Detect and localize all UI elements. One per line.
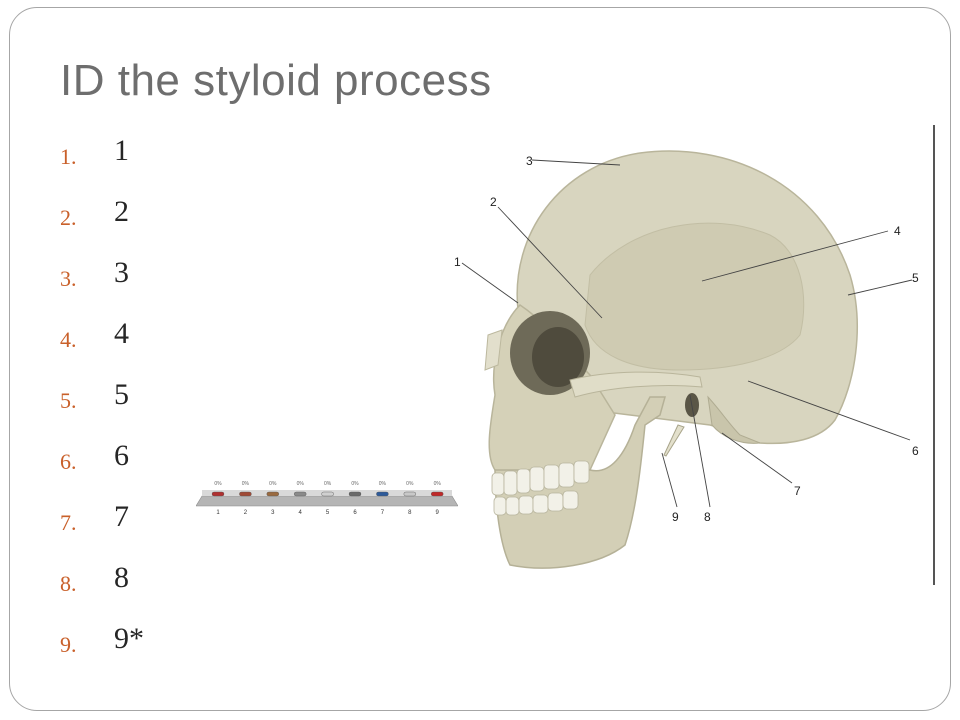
response-percent-label: 0% [297, 481, 305, 487]
response-number-label: 3 [271, 510, 275, 516]
answer-number: 1. [60, 144, 77, 169]
response-swatch [430, 491, 444, 497]
response-percent-label: 0% [351, 481, 359, 487]
mastoid-process [707, 395, 761, 444]
callout-label-4: 4 [894, 224, 901, 238]
callout-label-7: 7 [794, 484, 801, 498]
answer-list: 1.1 2.2 3.3 4.4 5.5 6.6 7.7 8.8 9.9* [60, 134, 144, 683]
answer-label: 4 [114, 317, 129, 350]
answer-option-9[interactable]: 9. 9* [60, 622, 144, 683]
answer-option-8[interactable]: 8.8 [60, 561, 144, 622]
response-number-label: 9 [436, 510, 440, 516]
answer-number: 9. [60, 632, 77, 657]
answer-label: 9* [114, 622, 144, 655]
response-number-label: 2 [244, 510, 248, 516]
answer-option-1[interactable]: 1.1 [60, 134, 144, 195]
answer-label: 5 [114, 378, 129, 411]
response-swatch [376, 491, 389, 497]
answer-number: 6. [60, 449, 77, 474]
orbit-inner [532, 327, 584, 387]
answer-option-2[interactable]: 2.2 [60, 195, 144, 256]
response-bar-base [196, 495, 458, 507]
response-percent-label: 0% [406, 481, 414, 487]
answer-option-4[interactable]: 4.4 [60, 317, 144, 378]
response-swatch [321, 491, 334, 497]
answer-option-7[interactable]: 7.7 [60, 500, 144, 561]
styloid-process [663, 424, 685, 457]
answer-label: 8 [114, 561, 129, 594]
answer-label: 3 [114, 256, 129, 289]
temporal-region [584, 222, 805, 371]
answer-label: 7 [114, 500, 129, 533]
callout-label-6: 6 [912, 444, 919, 458]
response-number-label: 6 [353, 510, 357, 516]
response-percent-label: 0% [379, 481, 387, 487]
response-bar: 0% 1 0% 2 0% 3 0% 4 0% 5 0% 6 0% 7 0% 8 0% 9 [196, 481, 458, 516]
response-swatch [211, 491, 225, 497]
slide-title: ID the styloid process [60, 56, 492, 105]
answer-option-5[interactable]: 5.5 [60, 378, 144, 439]
response-percent-label: 0% [242, 481, 250, 487]
callout-lines [461, 159, 913, 508]
answer-number: 3. [60, 266, 77, 291]
response-percent-label: 0% [434, 481, 442, 487]
response-number-label: 8 [408, 510, 412, 516]
answer-label: 1 [114, 134, 129, 167]
answer-label: 6 [114, 439, 129, 472]
callout-label-5: 5 [912, 271, 919, 285]
callout-label-1: 1 [454, 255, 461, 269]
callout-label-8: 8 [704, 510, 711, 524]
response-percent-label: 0% [269, 481, 277, 487]
zygomatic-arch [569, 371, 703, 398]
callout-label-3: 3 [526, 154, 533, 168]
answer-number: 4. [60, 327, 77, 352]
nasal-bone [484, 329, 503, 371]
response-percent-label: 0% [214, 481, 222, 487]
answer-number: 5. [60, 388, 77, 413]
response-number-label: 7 [381, 510, 385, 516]
answer-option-3[interactable]: 3.3 [60, 256, 144, 317]
response-percent-label: 0% [324, 481, 332, 487]
skull-diagram: 1 2 3 4 5 6 7 8 9 [454, 125, 935, 585]
response-number-label: 4 [299, 510, 303, 516]
answer-number: 7. [60, 510, 77, 535]
response-swatch [293, 491, 307, 497]
response-swatch [403, 491, 417, 497]
callout-label-2: 2 [490, 195, 497, 209]
response-number-label: 1 [216, 510, 220, 516]
answer-option-6[interactable]: 6.6 [60, 439, 144, 500]
answer-number: 2. [60, 205, 77, 230]
callout-label-9: 9 [672, 510, 679, 524]
response-swatch [266, 491, 280, 497]
answer-number: 8. [60, 571, 77, 596]
teeth [491, 460, 590, 516]
answer-label: 2 [114, 195, 129, 228]
response-number-label: 5 [326, 510, 330, 516]
response-swatch [348, 491, 362, 497]
response-swatch [239, 491, 252, 497]
